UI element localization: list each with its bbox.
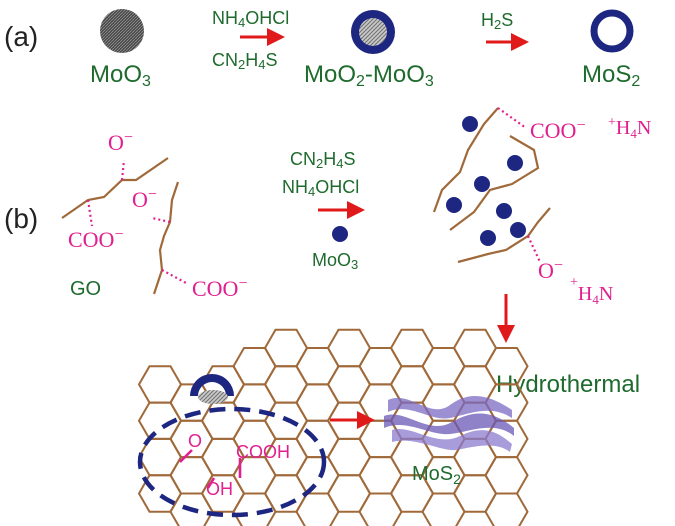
hex-cell [358, 492, 403, 526]
reagent-h2s: H2S [481, 10, 513, 32]
reagent-cn2h4s-a: CN2H4S [212, 50, 277, 72]
panel-a-label: (a) [4, 21, 38, 52]
coo-minus-2: COO− [192, 275, 247, 301]
panel-b-label: (b) [4, 203, 38, 234]
moo3-core-on-lattice [198, 390, 228, 404]
o-minus-2: O− [132, 186, 157, 212]
nh4-cation-2: +H4N [570, 275, 613, 307]
coo-minus-3: COO− [530, 117, 585, 143]
moo3-particle [100, 9, 144, 53]
hex-cell [421, 492, 466, 526]
nh4-cation-1: +H4N [608, 115, 651, 141]
cooh-group-label: COOH [236, 442, 290, 462]
mos2-label: MoS2 [582, 61, 640, 90]
reagent-nh4ohcl-b: NH4OHCl [282, 177, 359, 199]
hex-cell [484, 456, 529, 495]
go-moo3-composite [432, 107, 551, 264]
oh-group-label: OH [206, 479, 233, 499]
moo3-label: MoO3 [90, 61, 151, 90]
hex-cell [484, 492, 529, 526]
hex-cell [295, 492, 340, 526]
go-label: GO [70, 278, 101, 300]
functional-group-highlight [137, 406, 327, 518]
mos2-layers [384, 395, 514, 452]
reagent-cn2h4s-b: CN2H4S [290, 149, 355, 171]
o-minus-3: O− [538, 257, 563, 283]
o-minus-1: O− [108, 129, 133, 155]
coo-minus-1: COO− [68, 226, 123, 252]
reagent-nh4ohcl-a: NH4OHCl [212, 8, 289, 30]
moo2-moo3-core [359, 18, 387, 46]
moo3-particles [446, 116, 526, 246]
moo2-moo3-label: MoO2-MoO3 [304, 61, 434, 90]
moo3-label-b: MoO3 [312, 250, 358, 272]
oxygen-groups [179, 449, 242, 489]
moo3-cap-on-lattice [190, 374, 234, 396]
hydrothermal-label: Hydrothermal [496, 371, 640, 398]
mos2-hollow-sphere [590, 9, 634, 53]
mos2-bottom-label: MoS2 [412, 463, 461, 487]
moo3-dot-b [332, 226, 348, 242]
o-group-label: O [188, 431, 202, 451]
